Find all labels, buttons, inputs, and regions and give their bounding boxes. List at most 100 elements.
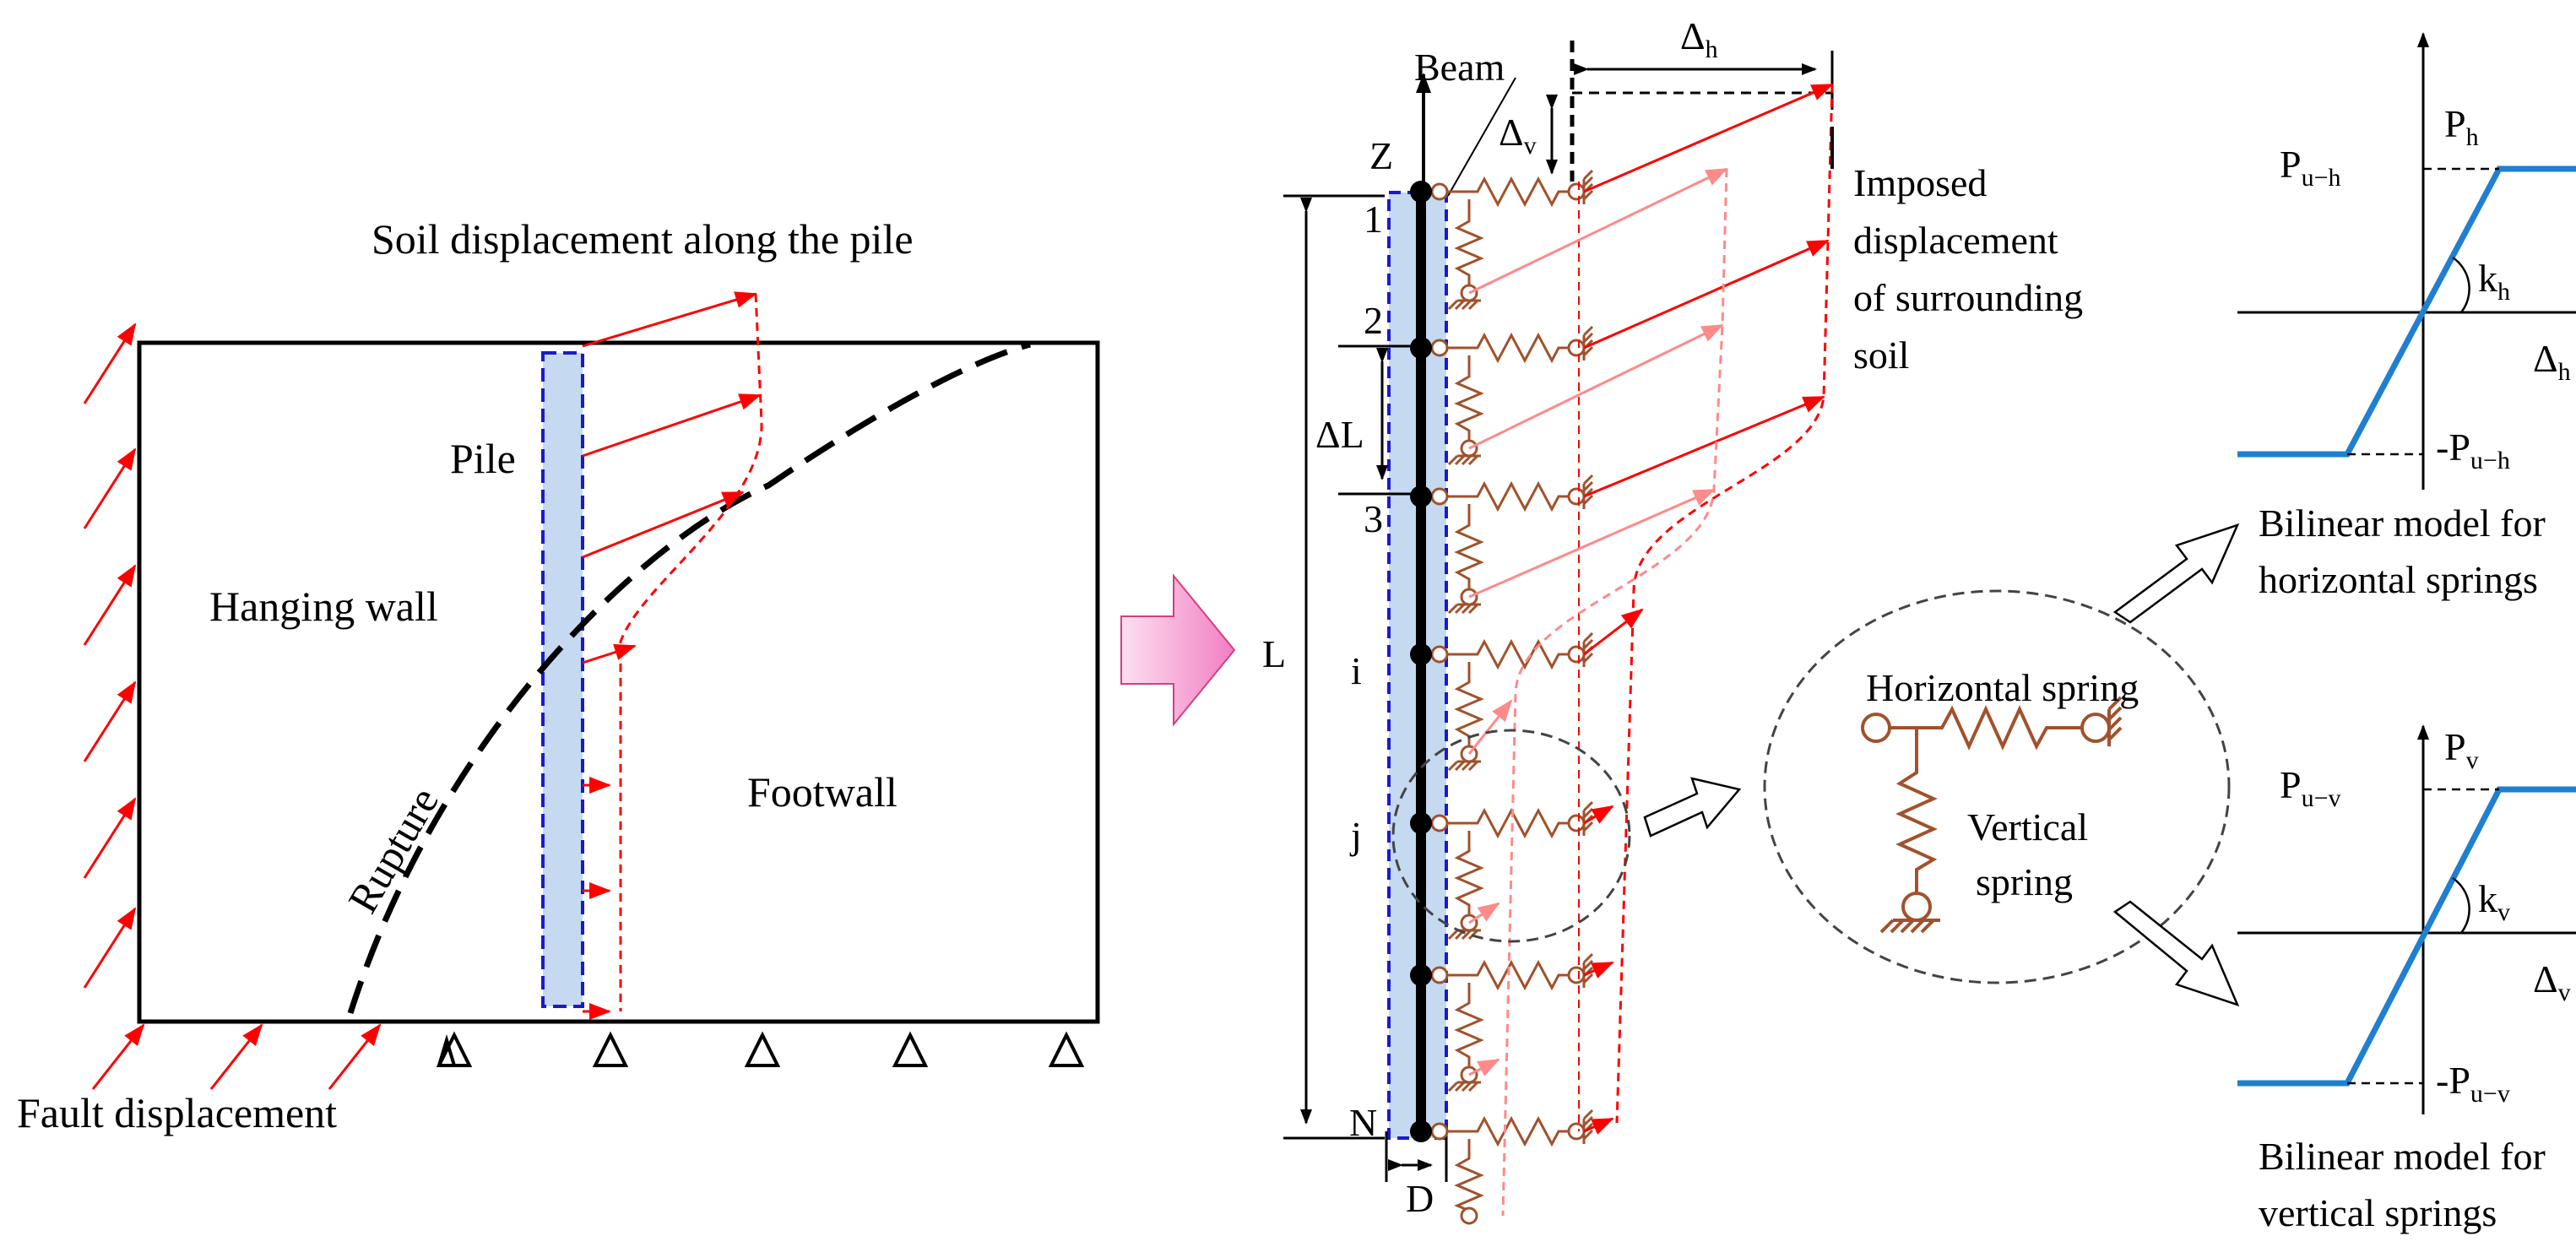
bottom-bilinear-line [2237, 786, 2576, 1087]
top-neg-pu-sub: u−h [2470, 447, 2510, 474]
middle-panel: Beam Z 1 2 3 i j N L ΔL D Δh Δv Imposed … [1262, 14, 2083, 1225]
spring-node-3 [1430, 474, 1594, 615]
top-pu-sub: u−h [2302, 164, 2341, 192]
bottom-neg-pu-label: -Pu−v [2436, 1059, 2510, 1108]
vertical-model-graph: Pv Pu−v -Pu−v kv Δv Bilinear model for v… [2237, 724, 2576, 1234]
rupture-line [347, 341, 1031, 1015]
bottom-k-sub: v [2497, 898, 2510, 926]
node-j-label: j [1349, 814, 1362, 857]
bottom-neg-pu-sub: u−v [2470, 1080, 2510, 1108]
imposed-displacement-arrows [1583, 83, 1834, 1135]
delta-v-sub: v [1524, 132, 1537, 160]
bottom-p-main: P [2444, 725, 2466, 768]
delta-l-label: ΔL [1315, 413, 1364, 456]
delta-v-label: Δv [1499, 111, 1537, 160]
fault-displacement-label: Fault displacement [17, 1089, 337, 1136]
node-2-label: 2 [1364, 299, 1383, 342]
left-panel: Soil displacement along the pile Pile Ha… [17, 215, 1100, 1136]
bottom-k-main: k [2478, 877, 2497, 920]
vertical-spring-label-1: Vertical [1967, 805, 2088, 849]
spring-node-j [1430, 800, 1594, 941]
bottom-p-sub: v [2466, 746, 2479, 774]
vertical-spring-label-2: spring [1976, 860, 2073, 903]
top-delta-main: Δ [2533, 337, 2558, 380]
top-k-sub: h [2497, 278, 2510, 306]
callout-arrow-1 [1643, 777, 1742, 838]
transition-arrow [1120, 573, 1236, 727]
pile-body [541, 351, 584, 1008]
spring-system [1430, 169, 1594, 1225]
detail-spring-assembly [1861, 696, 2123, 934]
top-k-arc [2452, 256, 2470, 313]
pile-label: Pile [450, 435, 516, 482]
top-delta-sub: h [2558, 358, 2571, 386]
fault-arrows-bottom [91, 1023, 382, 1090]
top-caption-1: Bilinear model for [2259, 502, 2546, 545]
roller-supports [436, 1031, 1085, 1067]
bottom-caption-2: vertical springs [2259, 1191, 2497, 1234]
hanging-wall-label: Hanging wall [209, 583, 438, 630]
vertical-spring-arrows [1467, 167, 1728, 1076]
callout-arrow-down [2112, 900, 2240, 1007]
diameter-label: D [1406, 1177, 1434, 1220]
horizontal-spring-label: Horizontal spring [1866, 666, 2139, 709]
imposed-line-1: Imposed [1853, 161, 1987, 204]
node-n-label: N [1349, 1101, 1377, 1144]
node-3-label: 3 [1364, 497, 1383, 540]
top-pu-label: Pu−h [2280, 143, 2341, 192]
top-p-main: P [2444, 102, 2466, 145]
spring-node-k [1430, 952, 1594, 1092]
imposed-line-4: soil [1853, 333, 1909, 377]
top-k-main: k [2478, 257, 2497, 300]
vertical-spring-envelope [1501, 168, 1728, 1217]
bottom-k-arc [2452, 876, 2470, 934]
length-label: L [1262, 632, 1286, 675]
bottom-k-label: kv [2478, 877, 2510, 926]
detail-callout: Horizontal spring Vertical spring [1391, 523, 2240, 1007]
beam-label: Beam [1414, 46, 1505, 89]
large-callout-circle [1763, 589, 2231, 984]
top-neg-pu-main: -P [2436, 426, 2470, 469]
top-p-label: Ph [2444, 102, 2479, 151]
soil-displacement-profile [582, 291, 763, 1020]
imposed-line-2: displacement [1853, 219, 2058, 262]
bottom-pu-label: Pu−v [2280, 763, 2341, 812]
imposed-line-3: of surrounding [1853, 276, 2083, 319]
soil-displacement-title: Soil displacement along the pile [371, 215, 914, 263]
top-delta-label: Δh [2533, 337, 2571, 386]
delta-h-main: Δ [1680, 14, 1706, 57]
spring-node-n [1430, 1109, 1594, 1225]
bottom-caption-1: Bilinear model for [2259, 1135, 2546, 1178]
bottom-delta-label: Δv [2533, 957, 2571, 1006]
small-callout-circle [1391, 729, 1631, 943]
top-pu-main: P [2280, 143, 2302, 186]
top-p-sub: h [2466, 123, 2479, 151]
top-bilinear-line [2237, 165, 2576, 458]
z-axis-label: Z [1369, 134, 1393, 177]
footwall-label: Footwall [747, 768, 898, 816]
spring-node-1 [1430, 169, 1594, 311]
top-k-label: kh [2478, 257, 2510, 306]
node-i-label: i [1351, 649, 1362, 692]
delta-h-label: Δh [1680, 14, 1718, 63]
soil-box [137, 340, 1100, 1024]
delta-h-sub: h [1706, 35, 1718, 63]
beam-nodes [1410, 181, 1432, 1142]
delta-v-main: Δ [1499, 111, 1524, 154]
horizontal-model-graph: Ph Pu−h -Pu−h kh Δh Bilinear model for h… [2237, 32, 2576, 601]
bottom-delta-main: Δ [2533, 957, 2558, 1000]
bottom-pu-main: P [2280, 763, 2302, 806]
spring-node-2 [1430, 325, 1594, 466]
bottom-pu-sub: u−v [2302, 784, 2341, 812]
fault-arrows-left [83, 323, 137, 989]
top-caption-2: horizontal springs [2259, 558, 2538, 601]
beam-leader [1447, 77, 1516, 197]
imposed-displacement-envelope [1615, 84, 1834, 1124]
callout-arrow-up [2112, 523, 2240, 624]
node-1-label: 1 [1364, 198, 1383, 241]
bottom-neg-pu-main: -P [2436, 1059, 2470, 1102]
bottom-p-label: Pv [2444, 725, 2479, 774]
bottom-delta-sub: v [2558, 979, 2571, 1006]
